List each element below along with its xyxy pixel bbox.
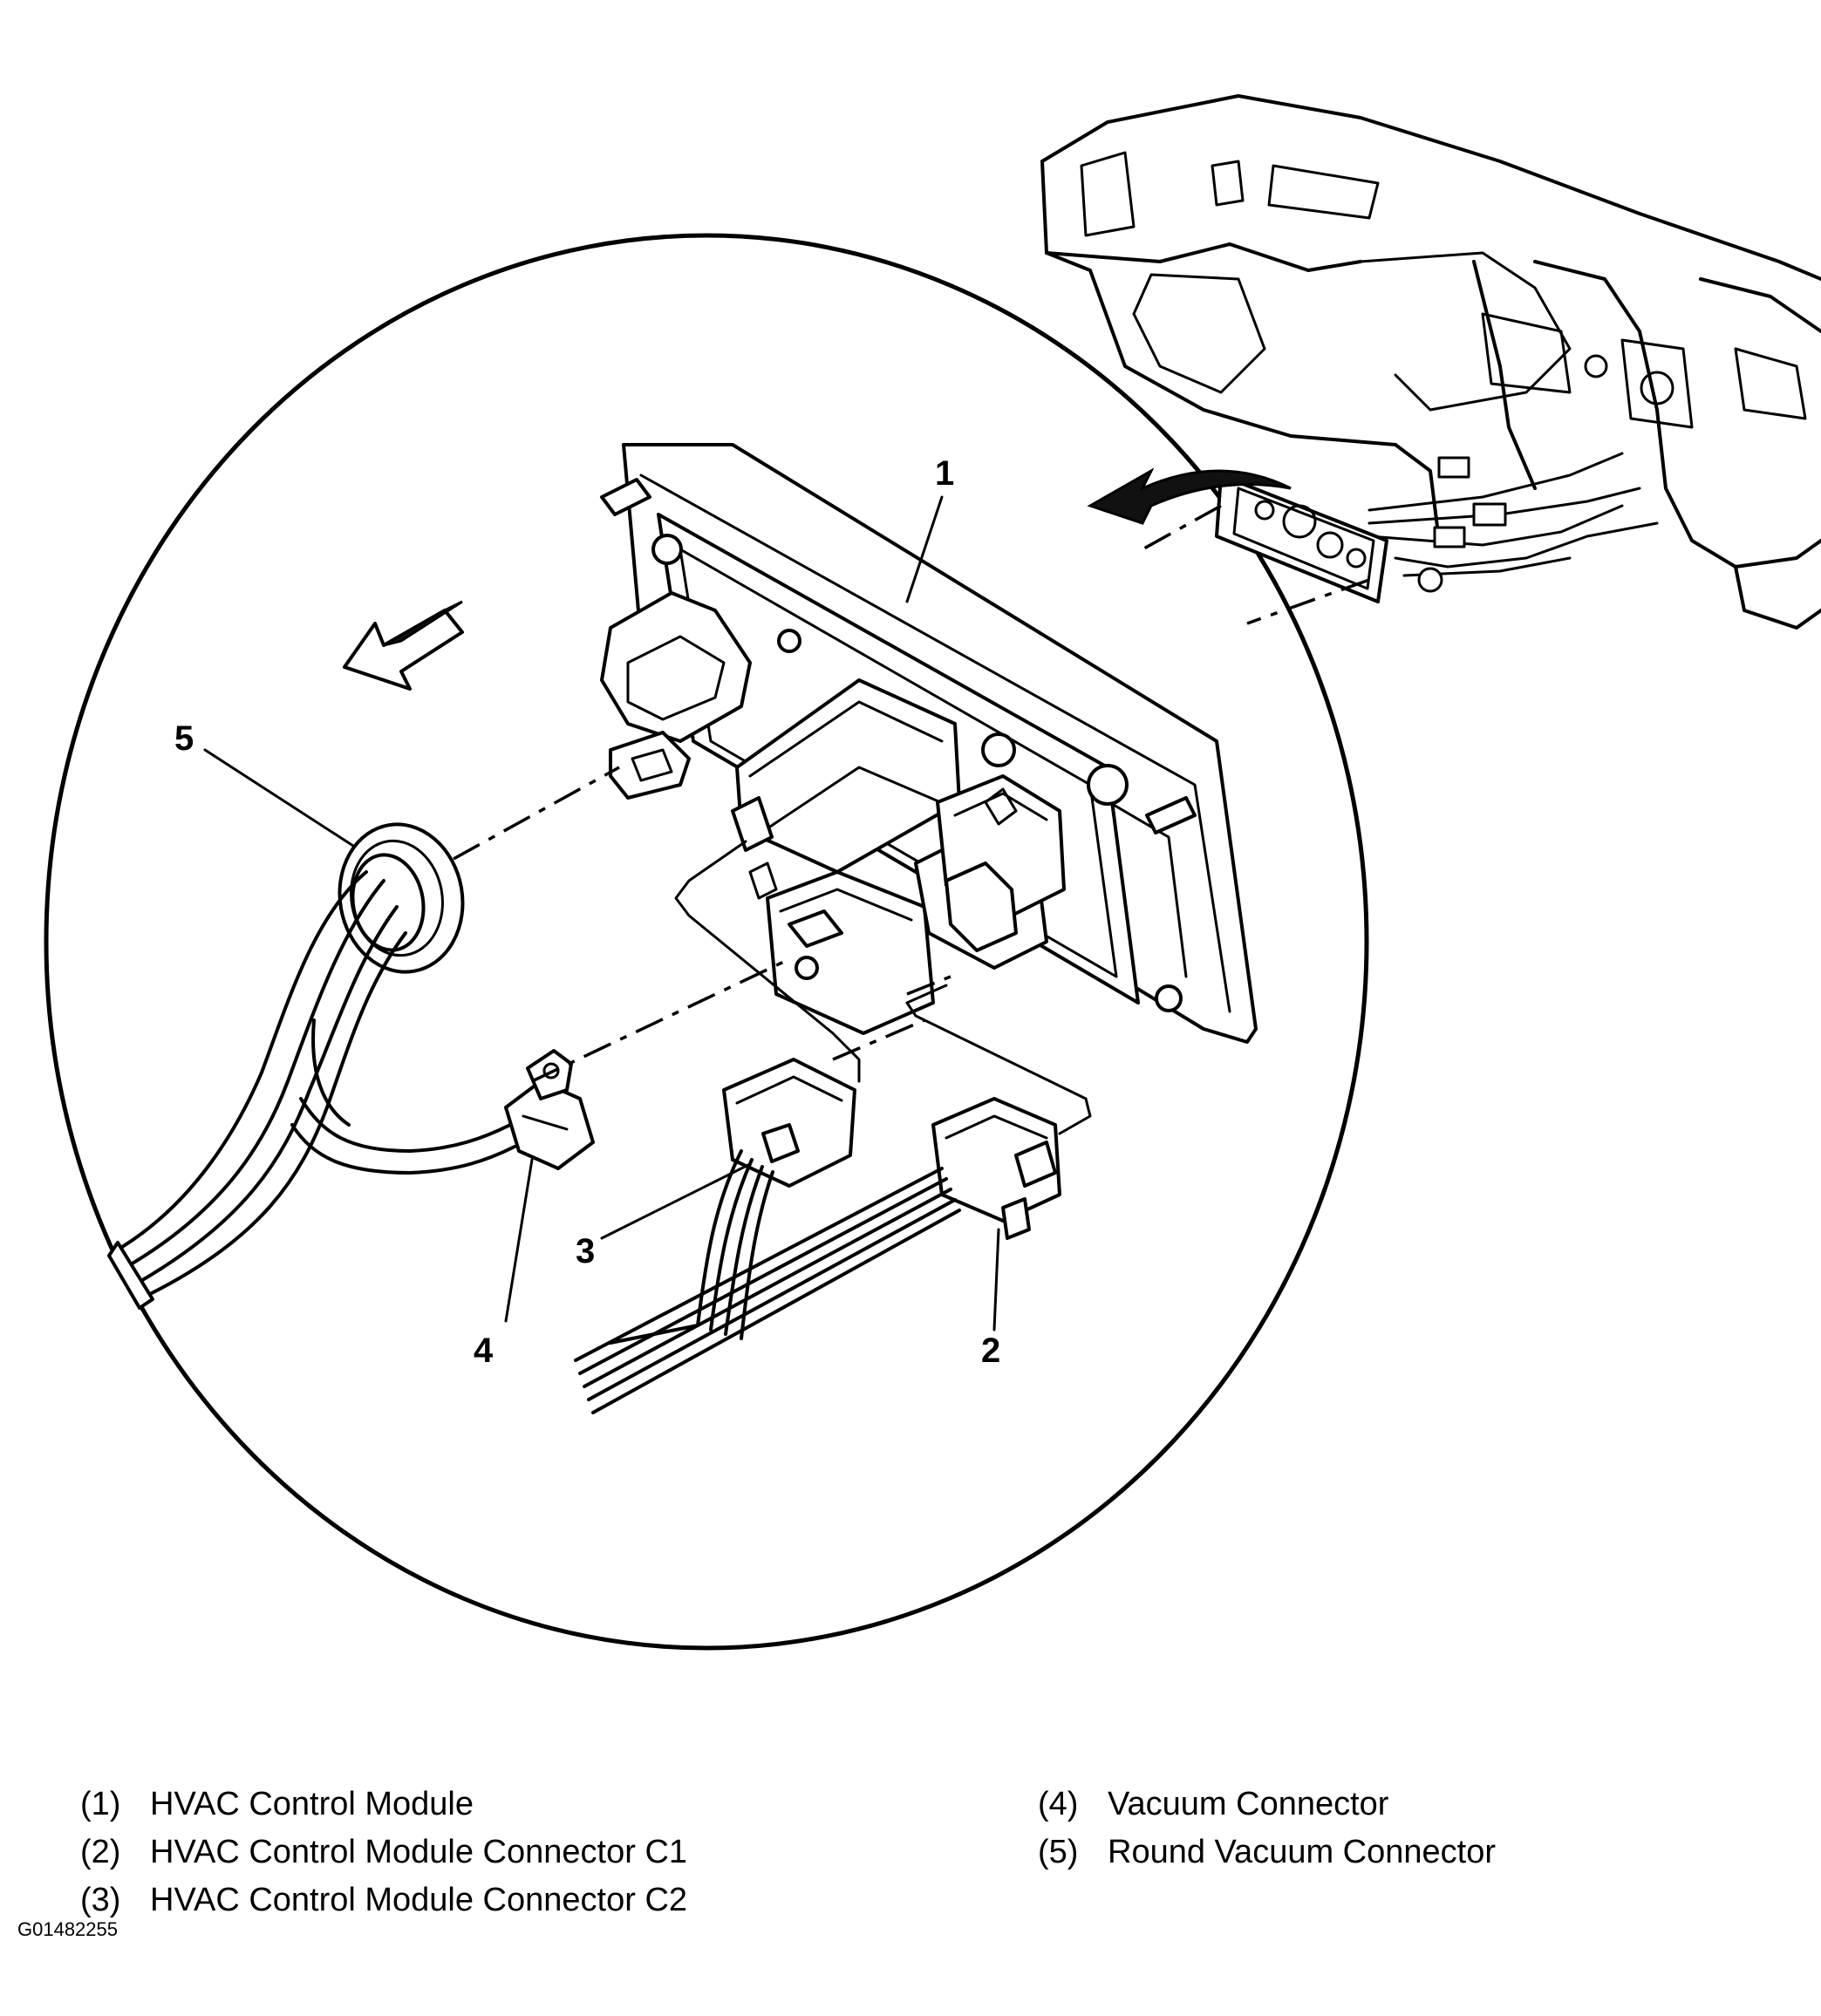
legend-label: Round Vacuum Connector [1108, 1834, 1496, 1870]
alignment-lines [453, 766, 1092, 1135]
callout-3: 3 [576, 1232, 595, 1270]
dashboard-inset [1040, 94, 1821, 630]
legend-label: HVAC Control Module Connector C1 [150, 1834, 688, 1870]
connector-c1 [574, 1097, 1061, 1414]
direction-arrow-icon [343, 609, 464, 691]
figure-id: G01482255 [17, 1918, 118, 1940]
legend-item-2: (2) HVAC Control Module Connector C1 [80, 1836, 687, 1869]
legend-label: HVAC Control Module Connector C2 [150, 1882, 688, 1918]
callout-5: 5 [174, 719, 194, 758]
legend-number: (4) [1038, 1786, 1079, 1822]
legend-item-1: (1) HVAC Control Module [80, 1788, 474, 1821]
callout-1: 1 [935, 454, 954, 493]
legend-label: Vacuum Connector [1108, 1786, 1389, 1822]
legend-number: (3) [80, 1882, 121, 1918]
legend-number: (2) [80, 1834, 121, 1870]
callout-leaders [203, 495, 1000, 1332]
detail-circle [44, 233, 1369, 1651]
legend-item-5: (5) Round Vacuum Connector [1038, 1836, 1496, 1869]
connector-c2 [696, 1058, 856, 1340]
removal-arrow-icon [1087, 467, 1292, 525]
legend-label: HVAC Control Module [150, 1786, 474, 1822]
round-vacuum-connector [107, 822, 516, 1310]
callout-2: 2 [981, 1332, 1000, 1370]
legend-item-3: (3) HVAC Control Module Connector C2 [80, 1883, 687, 1917]
legend-number: (1) [80, 1786, 121, 1822]
legend-number: (5) [1038, 1834, 1079, 1870]
callout-4: 4 [474, 1332, 494, 1370]
vacuum-connector [504, 1049, 595, 1170]
hvac-control-module [600, 443, 1258, 1044]
legend-item-4: (4) Vacuum Connector [1038, 1788, 1388, 1821]
